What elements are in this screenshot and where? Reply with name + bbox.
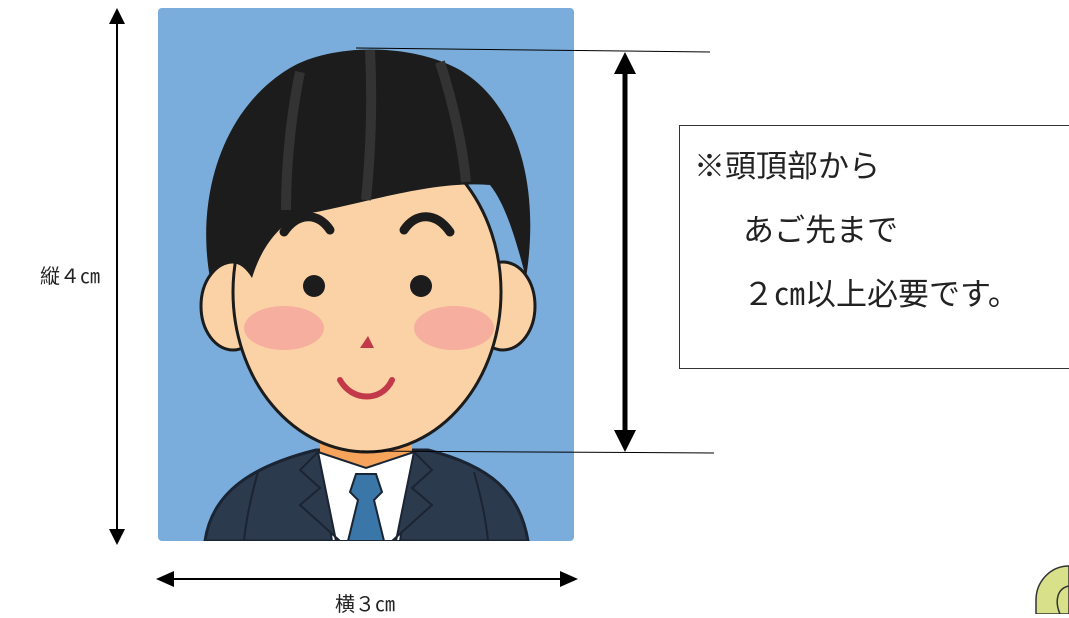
note-line: ２㎝以上必要です。 [743, 277, 1019, 313]
head-to-chin-arrow [614, 52, 636, 452]
portrait-illustration [199, 49, 537, 541]
chin-reference-line [361, 450, 715, 454]
necktie [346, 473, 386, 541]
jacket-seam-right [473, 471, 489, 541]
left-cheek [244, 306, 324, 350]
right-lapel [389, 449, 434, 541]
left-lapel [298, 449, 343, 541]
right-cheek [414, 306, 494, 350]
corner-decoration [1035, 565, 1069, 615]
note-box: ※頭頂部から あご先まで ２㎝以上必要です。 [679, 125, 1069, 369]
horizontal-size-label: 横３㎝ [335, 592, 395, 616]
corner-decoration-swirl [1056, 585, 1069, 615]
mouth [337, 377, 395, 400]
jacket-seam-left [243, 471, 259, 541]
right-eyebrow [399, 212, 455, 237]
vertical-dimension-arrow [109, 8, 125, 545]
note-line: あご先まで [743, 213, 898, 249]
note-line: ※頭頂部から [694, 149, 880, 185]
head-top-reference-line [355, 47, 711, 53]
left-eyebrow [279, 212, 335, 237]
right-eye [410, 275, 432, 297]
vertical-size-label: 縦４㎝ [40, 264, 100, 288]
left-eye [303, 275, 325, 297]
hair-highlight-2 [361, 49, 377, 201]
horizontal-dimension-arrow [156, 571, 578, 587]
hair-highlight-1 [281, 70, 305, 211]
nose [360, 336, 374, 348]
hair-highlight-3 [435, 60, 471, 183]
